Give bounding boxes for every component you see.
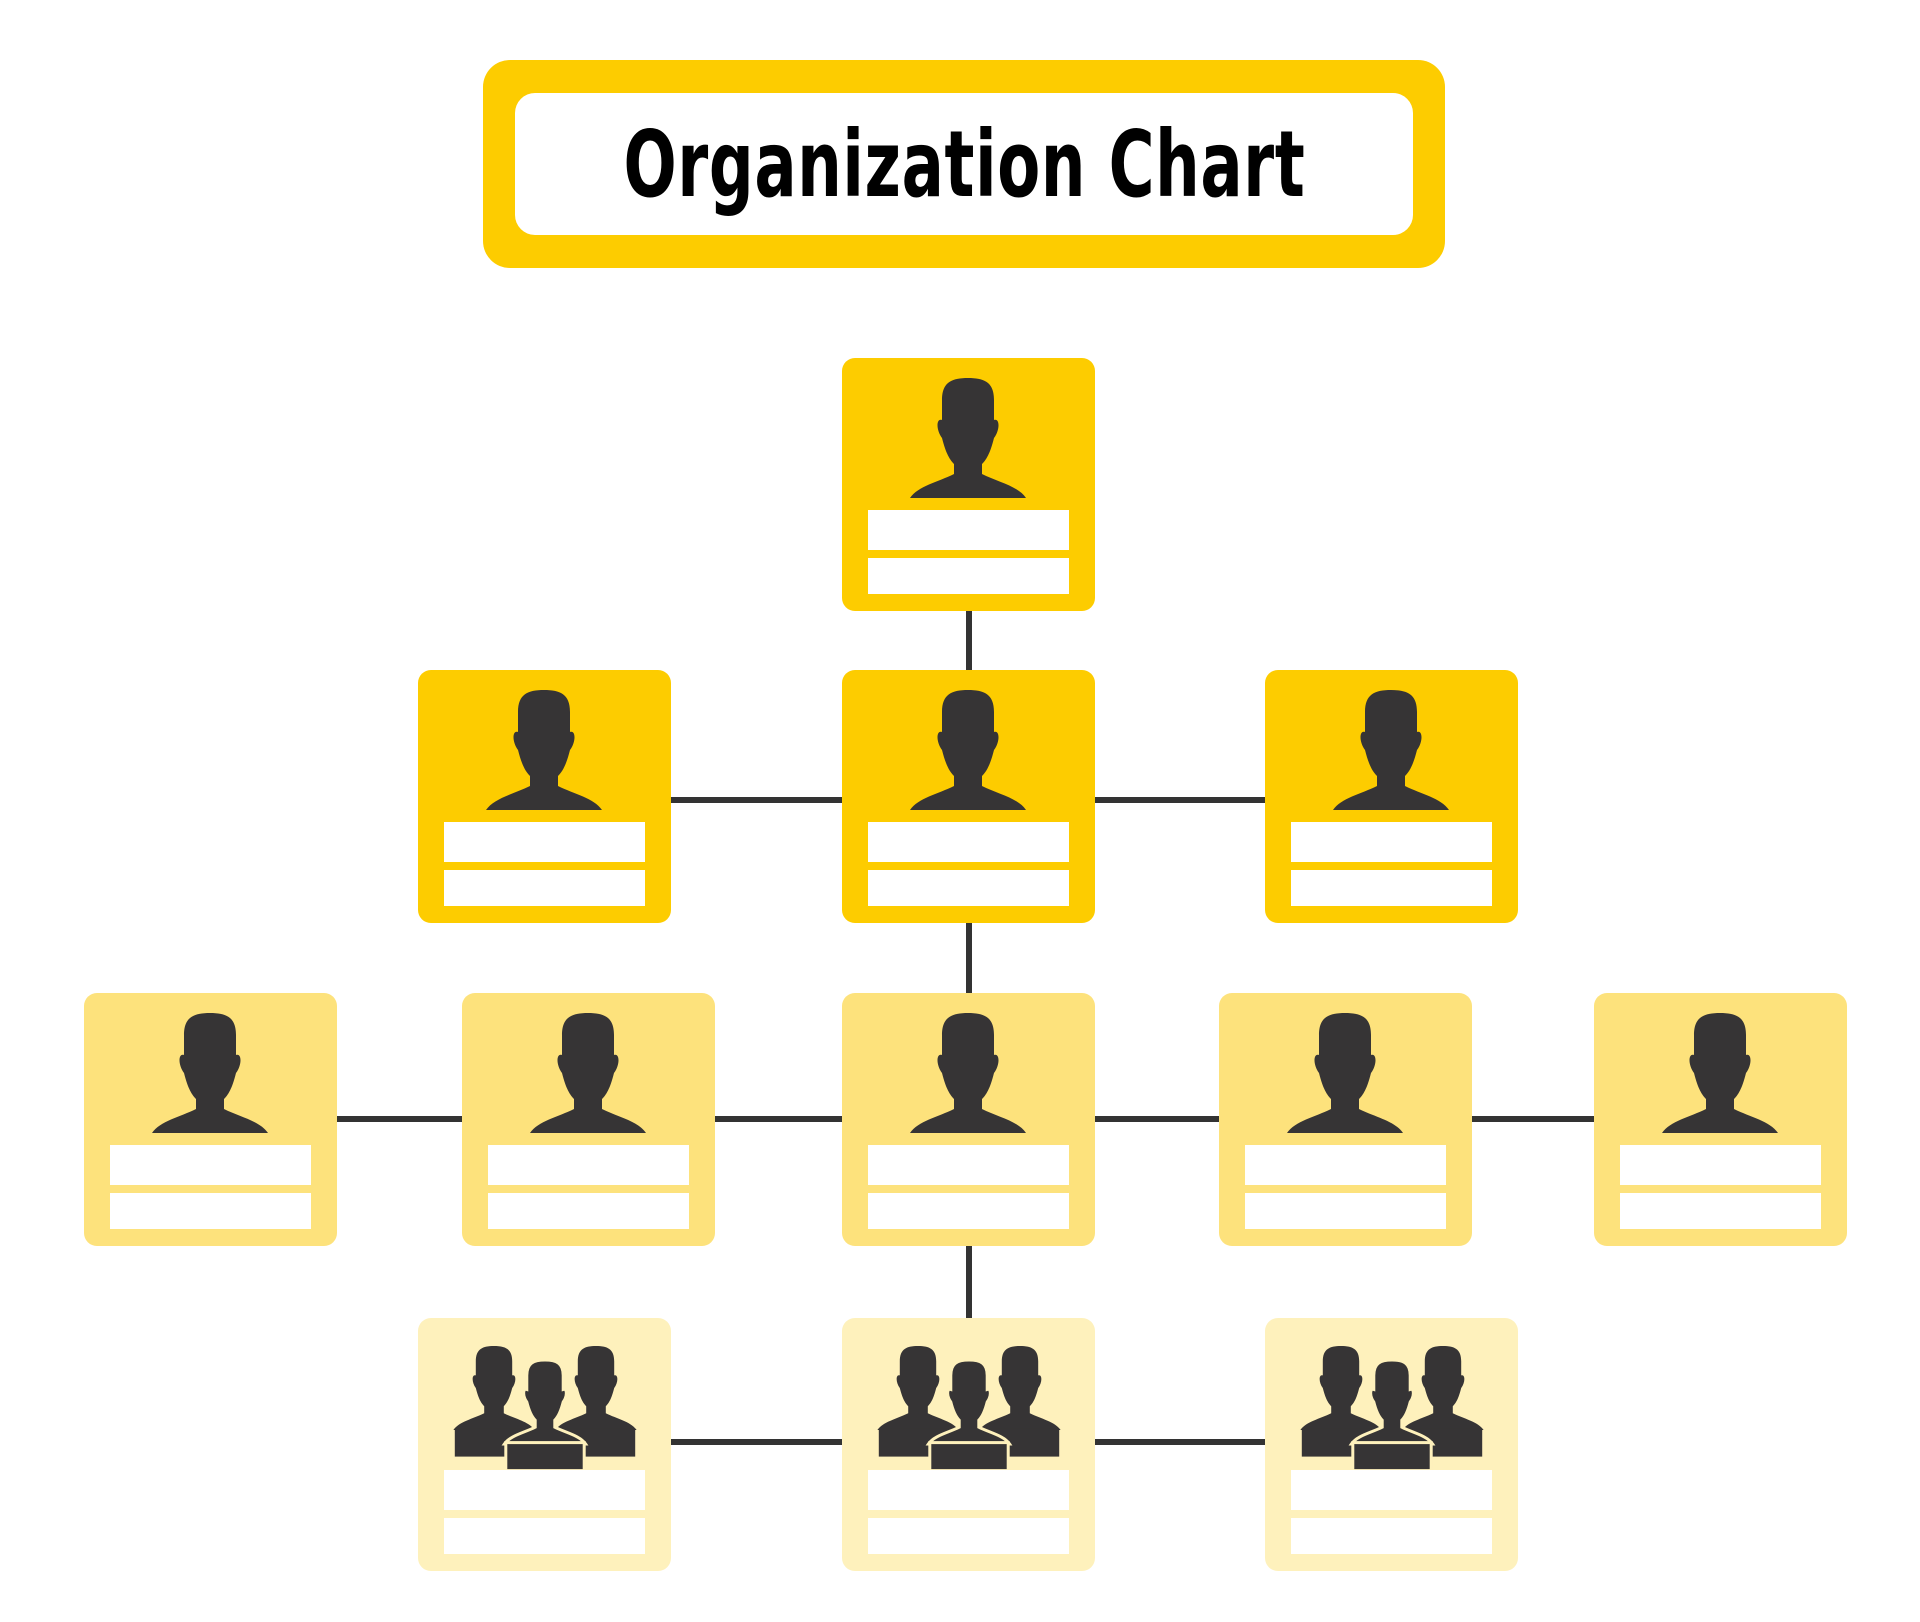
org-node-level4-right[interactable] [1265, 1318, 1518, 1571]
org-node-level3-3[interactable] [842, 993, 1095, 1246]
node-name-field[interactable] [110, 1145, 311, 1185]
node-title-field[interactable] [1620, 1193, 1821, 1229]
person-silhouette-icon [1662, 1013, 1778, 1133]
connector-level1-level2 [966, 608, 972, 672]
node-name-field[interactable] [868, 1470, 1069, 1510]
node-name-field[interactable] [868, 1145, 1069, 1185]
node-name-field[interactable] [1291, 1470, 1492, 1510]
connector-level2-level3 [966, 922, 972, 995]
node-title-field[interactable] [868, 558, 1069, 594]
node-title-field[interactable] [868, 1518, 1069, 1554]
node-title-field[interactable] [444, 1518, 645, 1554]
node-title-field[interactable] [868, 1193, 1069, 1229]
connector-level3-b [714, 1116, 842, 1122]
node-name-field[interactable] [868, 822, 1069, 862]
team-silhouette-icon [453, 1346, 637, 1473]
node-name-field[interactable] [1291, 822, 1492, 862]
node-title-field[interactable] [444, 870, 645, 906]
org-node-level4-center[interactable] [842, 1318, 1095, 1571]
node-name-field[interactable] [1245, 1145, 1446, 1185]
connector-level2-right [1094, 797, 1265, 803]
connector-level3-level4 [966, 1246, 972, 1320]
org-node-level3-4[interactable] [1219, 993, 1472, 1246]
org-node-level2-left[interactable] [418, 670, 671, 923]
person-silhouette-icon [530, 1013, 646, 1133]
node-name-field[interactable] [1620, 1145, 1821, 1185]
connector-level3-d [1470, 1116, 1594, 1122]
org-node-level2-center[interactable] [842, 670, 1095, 923]
org-node-level3-2[interactable] [462, 993, 715, 1246]
title-banner: Organization Chart [483, 60, 1445, 268]
org-node-level3-5[interactable] [1594, 993, 1847, 1246]
connector-level4-left [671, 1439, 842, 1445]
person-silhouette-icon [486, 690, 602, 810]
node-title-field[interactable] [1245, 1193, 1446, 1229]
node-title-field[interactable] [1291, 870, 1492, 906]
org-node-level4-left[interactable] [418, 1318, 671, 1571]
person-silhouette-icon [910, 1013, 1026, 1133]
person-silhouette-icon [1287, 1013, 1403, 1133]
org-node-level2-right[interactable] [1265, 670, 1518, 923]
connector-level3-c [1094, 1116, 1219, 1122]
chart-title: Organization Chart [623, 110, 1305, 218]
title-panel: Organization Chart [515, 93, 1413, 235]
node-name-field[interactable] [488, 1145, 689, 1185]
connector-level3-a [337, 1116, 462, 1122]
person-silhouette-icon [910, 690, 1026, 810]
node-title-field[interactable] [110, 1193, 311, 1229]
node-title-field[interactable] [868, 870, 1069, 906]
person-silhouette-icon [152, 1013, 268, 1133]
person-silhouette-icon [910, 378, 1026, 498]
node-name-field[interactable] [444, 822, 645, 862]
node-name-field[interactable] [868, 510, 1069, 550]
team-silhouette-icon [1300, 1346, 1484, 1473]
team-silhouette-icon [877, 1346, 1061, 1473]
node-name-field[interactable] [444, 1470, 645, 1510]
person-silhouette-icon [1333, 690, 1449, 810]
node-title-field[interactable] [1291, 1518, 1492, 1554]
node-title-field[interactable] [488, 1193, 689, 1229]
org-node-level1-top[interactable] [842, 358, 1095, 611]
org-node-level3-1[interactable] [84, 993, 337, 1246]
connector-level4-right [1094, 1439, 1265, 1445]
connector-level2-left [671, 797, 842, 803]
